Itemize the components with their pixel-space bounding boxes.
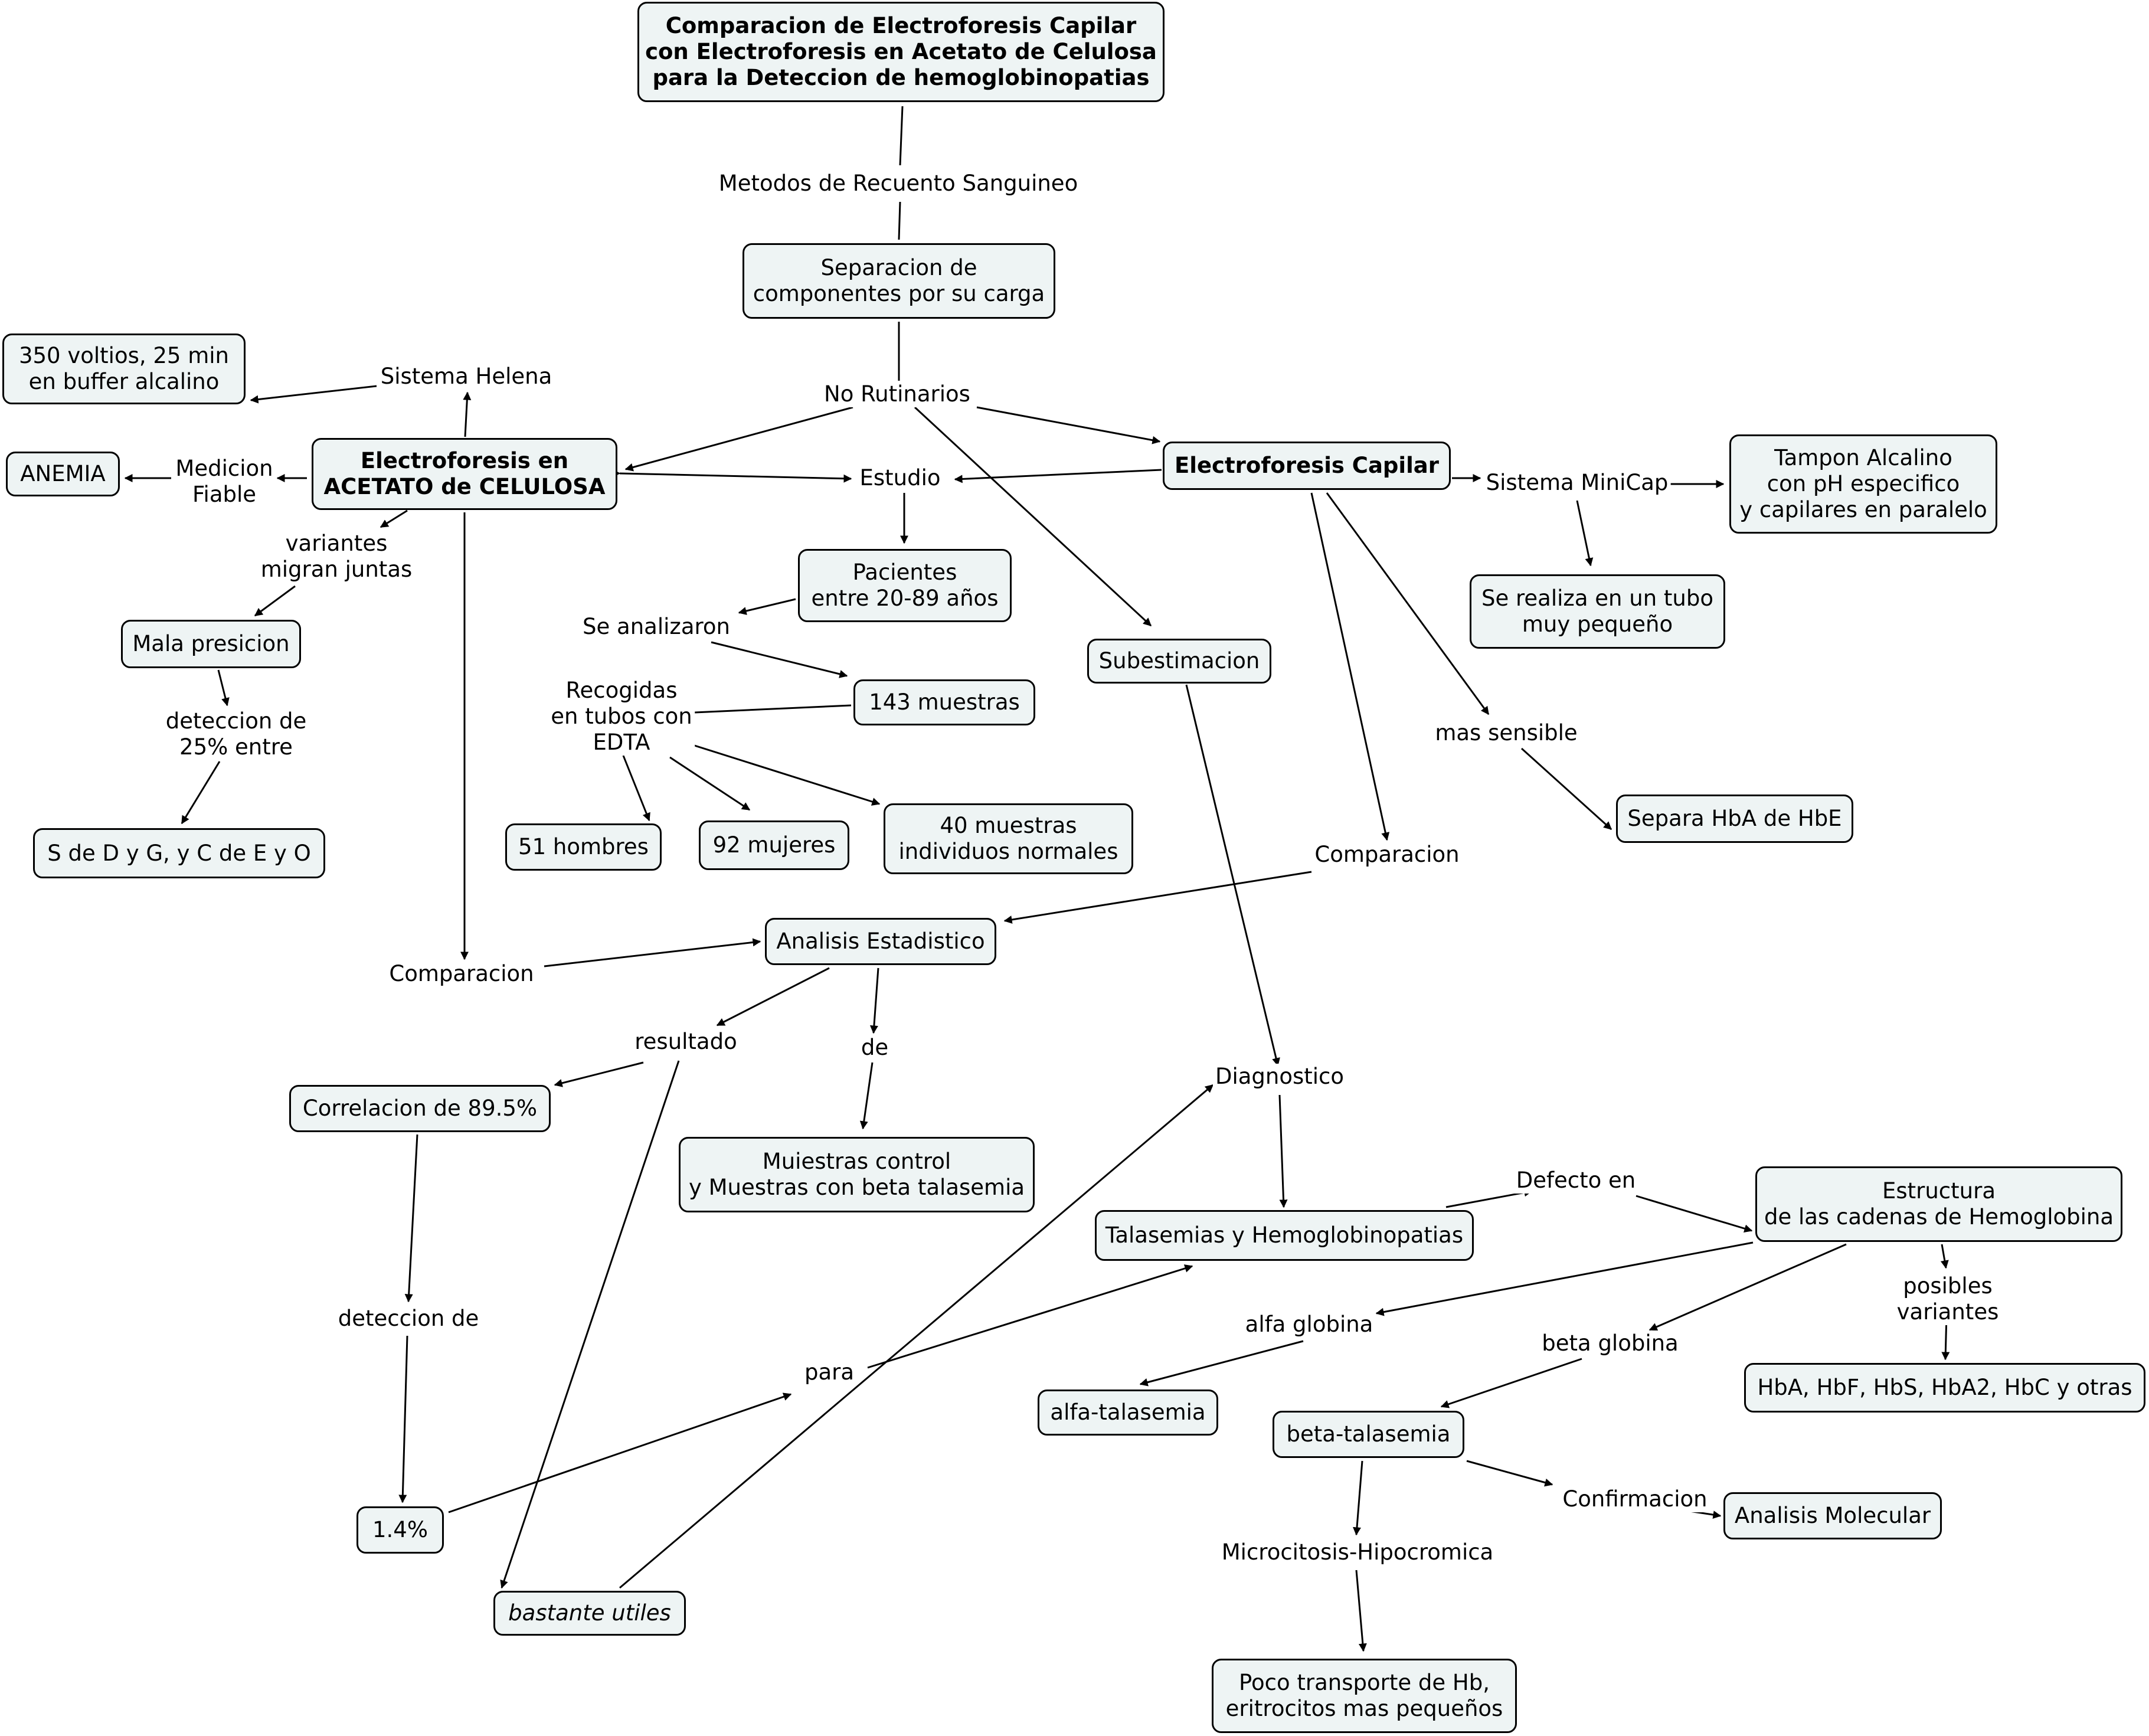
label-se-analizaron: Se analizaron	[580, 614, 732, 640]
label-resultado: resultado	[632, 1029, 740, 1055]
label-mas-sensible: mas sensible	[1432, 720, 1580, 746]
label-medicion: Medicion Fiable	[173, 456, 276, 508]
analisis-molecular-node[interactable]: Analisis Molecular	[1723, 1492, 1942, 1539]
label-no-rutinarios: No Rutinarios	[822, 381, 973, 407]
label-comparacion-acetato: Comparacion	[387, 961, 537, 987]
label-de: de	[858, 1035, 891, 1061]
analisis-estadistico-node[interactable]: Analisis Estadistico	[765, 918, 996, 965]
tampon-node[interactable]: Tampon Alcalino con pH especifico y capi…	[1729, 434, 1997, 534]
beta-talasemia-node[interactable]: beta-talasemia	[1273, 1411, 1464, 1458]
talasemias-node[interactable]: Talasemias y Hemoglobinopatias	[1095, 1210, 1474, 1261]
s-de-d-node[interactable]: S de D y G, y C de E y O	[33, 828, 325, 878]
label-alfa-globina: alfa globina	[1242, 1312, 1376, 1338]
label-recogidas: Recogidas en tubos con EDTA	[548, 678, 695, 756]
muestras-143-node[interactable]: 143 muestras	[853, 679, 1035, 725]
label-para: para	[802, 1359, 857, 1385]
label-defecto: Defecto en	[1513, 1168, 1638, 1194]
mujeres-node[interactable]: 92 mujeres	[699, 820, 849, 870]
label-deteccion-de: deteccion de	[335, 1306, 482, 1332]
label-microcitosis: Microcitosis-Hipocromica	[1219, 1539, 1496, 1565]
estructura-node[interactable]: Estructura de las cadenas de Hemoglobina	[1755, 1166, 2122, 1242]
correlacion-node[interactable]: Correlacion de 89.5%	[289, 1085, 551, 1132]
acetato-node[interactable]: Electroforesis en ACETATO de CELULOSA	[312, 438, 617, 510]
separa-node[interactable]: Separa HbA de HbE	[1616, 795, 1853, 843]
variantes-hb-node[interactable]: HbA, HbF, HbS, HbA2, HbC y otras	[1744, 1363, 2145, 1413]
label-estudio: Estudio	[857, 465, 943, 491]
normales-node[interactable]: 40 muestras individuos normales	[884, 803, 1133, 874]
anemia-node[interactable]: ANEMIA	[6, 452, 120, 496]
hombres-node[interactable]: 51 hombres	[505, 823, 662, 871]
label-deteccion-25: deteccion de 25% entre	[163, 708, 309, 760]
label-metodos: Metodos de Recuento Sanguineo	[716, 171, 1081, 197]
alfa-talasemia-node[interactable]: alfa-talasemia	[1038, 1390, 1218, 1436]
uno-cuatro-node[interactable]: 1.4%	[356, 1506, 444, 1554]
label-confirmacion: Confirmacion	[1560, 1486, 1710, 1512]
label-comparacion-capilar: Comparacion	[1312, 842, 1462, 868]
bastante-utiles-node[interactable]: bastante utiles	[493, 1591, 686, 1636]
separacion-node[interactable]: Separacion de componentes por su carga	[742, 243, 1055, 319]
voltios-node[interactable]: 350 voltios, 25 min en buffer alcalino	[2, 334, 246, 404]
muestras-control-node[interactable]: Muiestras control y Muestras con beta ta…	[679, 1137, 1035, 1212]
tubo-node[interactable]: Se realiza en un tubo muy pequeño	[1470, 574, 1725, 649]
mala-presicion-node[interactable]: Mala presicion	[121, 620, 301, 668]
capilar-node[interactable]: Electroforesis Capilar	[1163, 442, 1451, 490]
label-diagnostico: Diagnostico	[1212, 1064, 1347, 1090]
label-sistema-minicap: Sistema MiniCap	[1483, 470, 1671, 496]
label-beta-globina: beta globina	[1539, 1330, 1681, 1356]
pacientes-node[interactable]: Pacientes entre 20-89 años	[798, 549, 1012, 622]
label-posibles: posibles variantes	[1847, 1273, 2049, 1325]
label-variantes: variantes migran juntas	[258, 531, 415, 583]
title-node[interactable]: Comparacion de Electroforesis Capilar co…	[637, 2, 1165, 102]
label-sistema-helena: Sistema Helena	[378, 364, 555, 390]
poco-transporte-node[interactable]: Poco transporte de Hb, eritrocitos mas p…	[1212, 1659, 1517, 1733]
subestimacion-node[interactable]: Subestimacion	[1087, 639, 1271, 684]
